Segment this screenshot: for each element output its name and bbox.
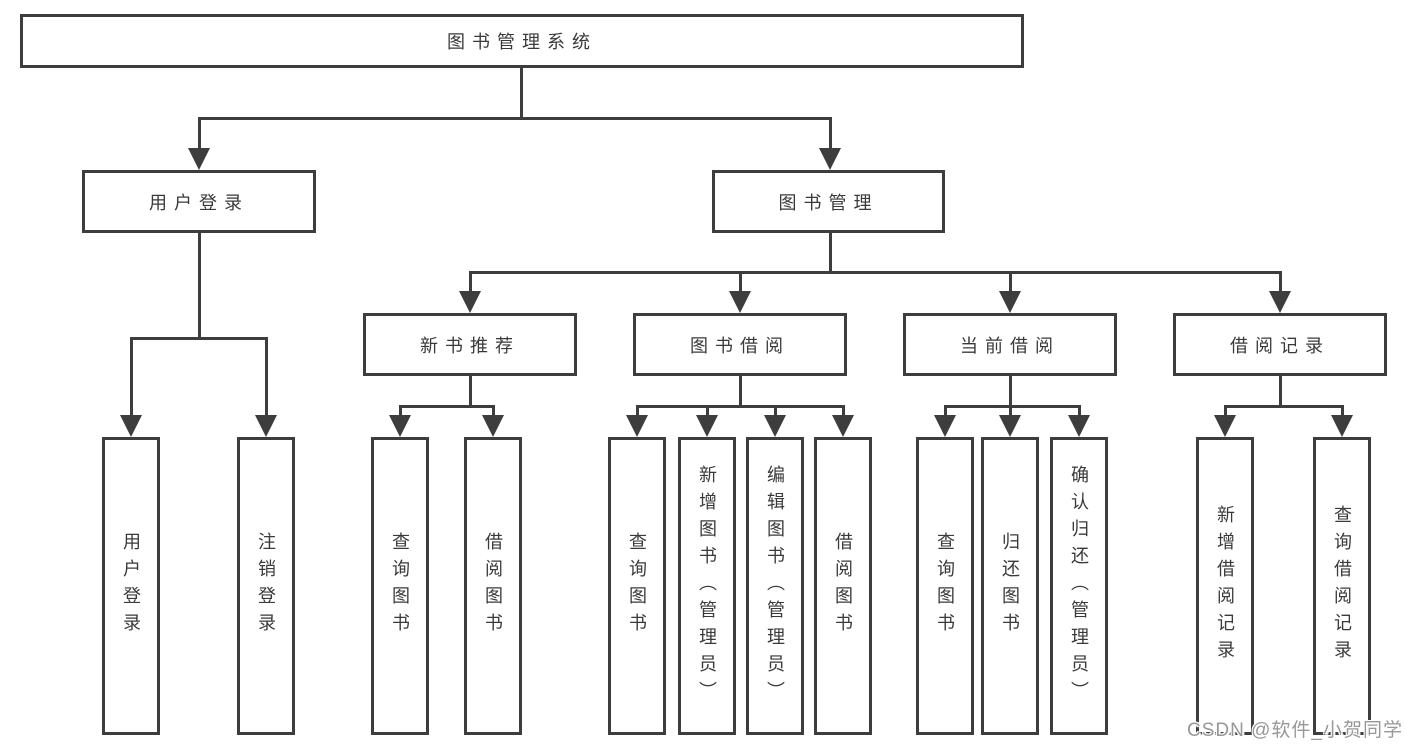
arrow-down-icon: [626, 415, 648, 437]
connector-drop-bb-edit: [774, 405, 777, 417]
connector-drop-nb-query: [399, 405, 402, 417]
leaf-records-add-record: 新增借阅记录: [1196, 437, 1254, 735]
arrow-down-icon: [188, 148, 210, 170]
node-book-borrowing: 图书借阅: [633, 313, 847, 376]
connector-drop-bb-add: [706, 405, 709, 417]
leaf-borrow-add-books-admin: 新增图书（管理员）: [678, 437, 736, 735]
connector-root-stem: [520, 68, 523, 120]
connector-drop-logout-leaf: [265, 337, 268, 417]
arrow-down-icon: [999, 291, 1021, 313]
arrow-down-icon: [482, 415, 504, 437]
arrow-down-icon: [729, 291, 751, 313]
leaf-user-login: 用户登录: [102, 437, 160, 735]
connector-drop-bb-query: [636, 405, 639, 417]
arrow-down-icon: [459, 291, 481, 313]
connector-user-rail: [130, 337, 267, 340]
connector-bookborrow-stem: [739, 376, 742, 407]
leaf-newbooks-query-books: 查询图书: [371, 437, 429, 735]
connector-drop-current-borrow: [1009, 271, 1012, 293]
arrow-down-icon: [696, 415, 718, 437]
leaf-records-query-record: 查询借阅记录: [1313, 437, 1371, 735]
arrow-down-icon: [1269, 291, 1291, 313]
connector-records-rail: [1224, 405, 1344, 408]
arrow-down-icon: [1331, 415, 1353, 437]
csdn-watermark: CSDN @软件_小贺同学: [1187, 720, 1403, 741]
connector-drop-nb-borrow: [492, 405, 495, 417]
connector-drop-borrow-records: [1279, 271, 1282, 293]
node-book-management: 图书管理: [712, 170, 945, 233]
arrow-down-icon: [832, 415, 854, 437]
connector-drop-br-query: [1341, 405, 1344, 417]
node-borrowing-records: 借阅记录: [1173, 313, 1387, 376]
arrow-down-icon: [1068, 415, 1090, 437]
connector-drop-bb-borrow: [842, 405, 845, 417]
arrow-down-icon: [255, 415, 277, 437]
leaf-borrow-edit-books-admin: 编辑图书（管理员）: [746, 437, 804, 735]
node-current-borrowing: 当前借阅: [903, 313, 1117, 376]
leaf-current-confirm-return-admin: 确认归还（管理员）: [1050, 437, 1108, 735]
connector-drop-cb-confirm: [1078, 405, 1081, 417]
arrow-down-icon: [764, 415, 786, 437]
arrow-down-icon: [819, 148, 841, 170]
node-user-login: 用户登录: [82, 170, 316, 233]
connector-drop-mgmt: [829, 117, 832, 150]
connector-bookborrow-rail: [636, 405, 845, 408]
connector-drop-new-books: [469, 271, 472, 293]
connector-drop-user-login-leaf: [130, 337, 133, 417]
connector-records-stem: [1279, 376, 1282, 407]
leaf-current-return-books: 归还图书: [981, 437, 1039, 735]
connector-newbooks-stem: [469, 376, 472, 407]
leaf-borrow-query-books: 查询图书: [608, 437, 666, 735]
connector-currentborrow-rail: [944, 405, 1081, 408]
arrow-down-icon: [934, 415, 956, 437]
connector-drop-cb-return: [1009, 405, 1012, 417]
connector-newbooks-rail: [399, 405, 495, 408]
leaf-borrow-borrow-books: 借阅图书: [814, 437, 872, 735]
leaf-logout: 注销登录: [237, 437, 295, 735]
arrow-down-icon: [1214, 415, 1236, 437]
node-new-book-recommend: 新书推荐: [363, 313, 577, 376]
connector-level2-rail: [198, 117, 831, 120]
leaf-current-query-books: 查询图书: [916, 437, 974, 735]
connector-drop-book-borrow: [739, 271, 742, 293]
arrow-down-icon: [389, 415, 411, 437]
connector-currentborrow-stem: [1009, 376, 1012, 407]
connector-user-stem: [198, 233, 201, 339]
node-root: 图书管理系统: [20, 14, 1024, 68]
connector-mgmt-stem: [829, 233, 832, 273]
connector-drop-br-add: [1224, 405, 1227, 417]
connector-drop-cb-query: [944, 405, 947, 417]
arrow-down-icon: [120, 415, 142, 437]
connector-level3-rail: [469, 271, 1282, 274]
leaf-newbooks-borrow-books: 借阅图书: [464, 437, 522, 735]
connector-drop-user: [198, 117, 201, 150]
arrow-down-icon: [999, 415, 1021, 437]
